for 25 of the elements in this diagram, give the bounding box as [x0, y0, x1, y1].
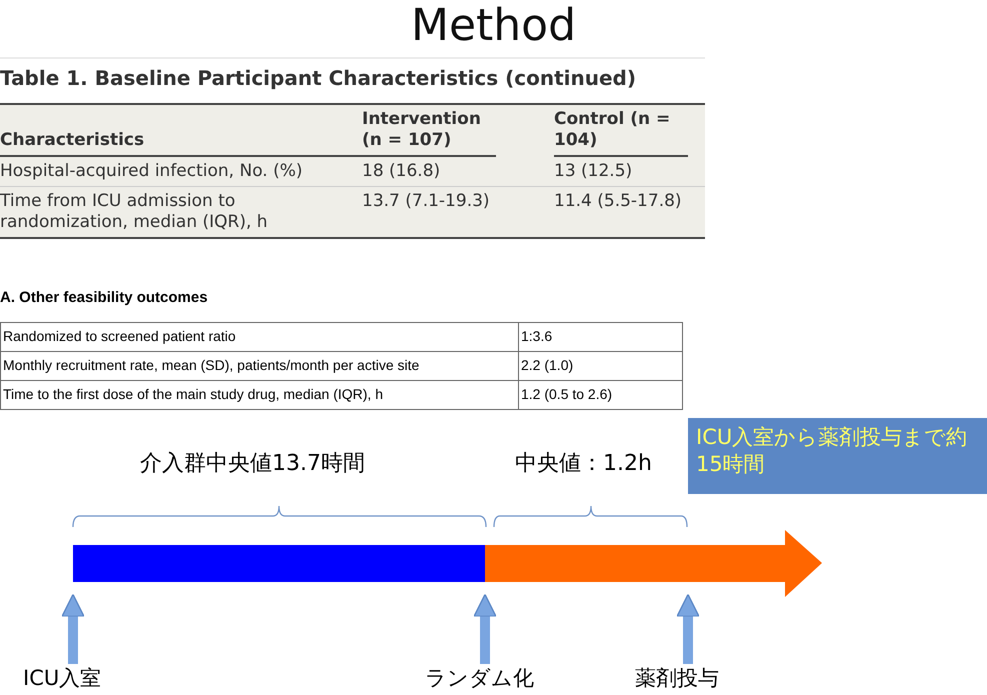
bracket-label: 中央値：1.2h [515, 450, 652, 478]
event-label: ICU入室 [23, 664, 102, 692]
callout-box: ICU入室から薬剤投与まで約15時間 [688, 418, 987, 494]
table-cell-text: 13.7 (7.1-19.3) [362, 190, 491, 213]
table-cell: 1:3.6 [518, 322, 683, 352]
table-title: Table 1. Baseline Participant Characteristics (continued) [0, 66, 636, 90]
up-arrow [676, 594, 700, 664]
table-cell: 13 (12.5) [554, 157, 705, 187]
table-cell-text: Time from ICU admission to randomization, median (IQR), h [0, 190, 269, 234]
table-cell: 1.2 (0.5 to 2.6) [518, 380, 683, 410]
event-label: 薬剤投与 [635, 664, 719, 692]
up-arrow [473, 594, 497, 664]
column-header: Intervention (n = 107) [362, 105, 496, 157]
slide-title: Method [410, 0, 578, 52]
column-header: Characteristics [0, 105, 362, 157]
table-cell: Randomized to screened patient ratio [0, 322, 519, 352]
bracket-label: 介入群中央値13.7時間 [140, 450, 365, 478]
event-label: ランダム化 [425, 664, 534, 692]
table-cell: Time to the first dose of the main study drug, median (IQR), h [0, 380, 519, 410]
table-cell-text: 11.4 (5.5-17.8) [554, 190, 683, 213]
table-title: A. Other feasibility outcomes [0, 289, 208, 306]
column-header: Control (n = 104) [554, 105, 688, 157]
up-arrow [61, 594, 85, 664]
table-cell: 18 (16.8) [362, 157, 554, 187]
table-cell: Hospital-acquired infection, No. (%) [0, 157, 362, 187]
